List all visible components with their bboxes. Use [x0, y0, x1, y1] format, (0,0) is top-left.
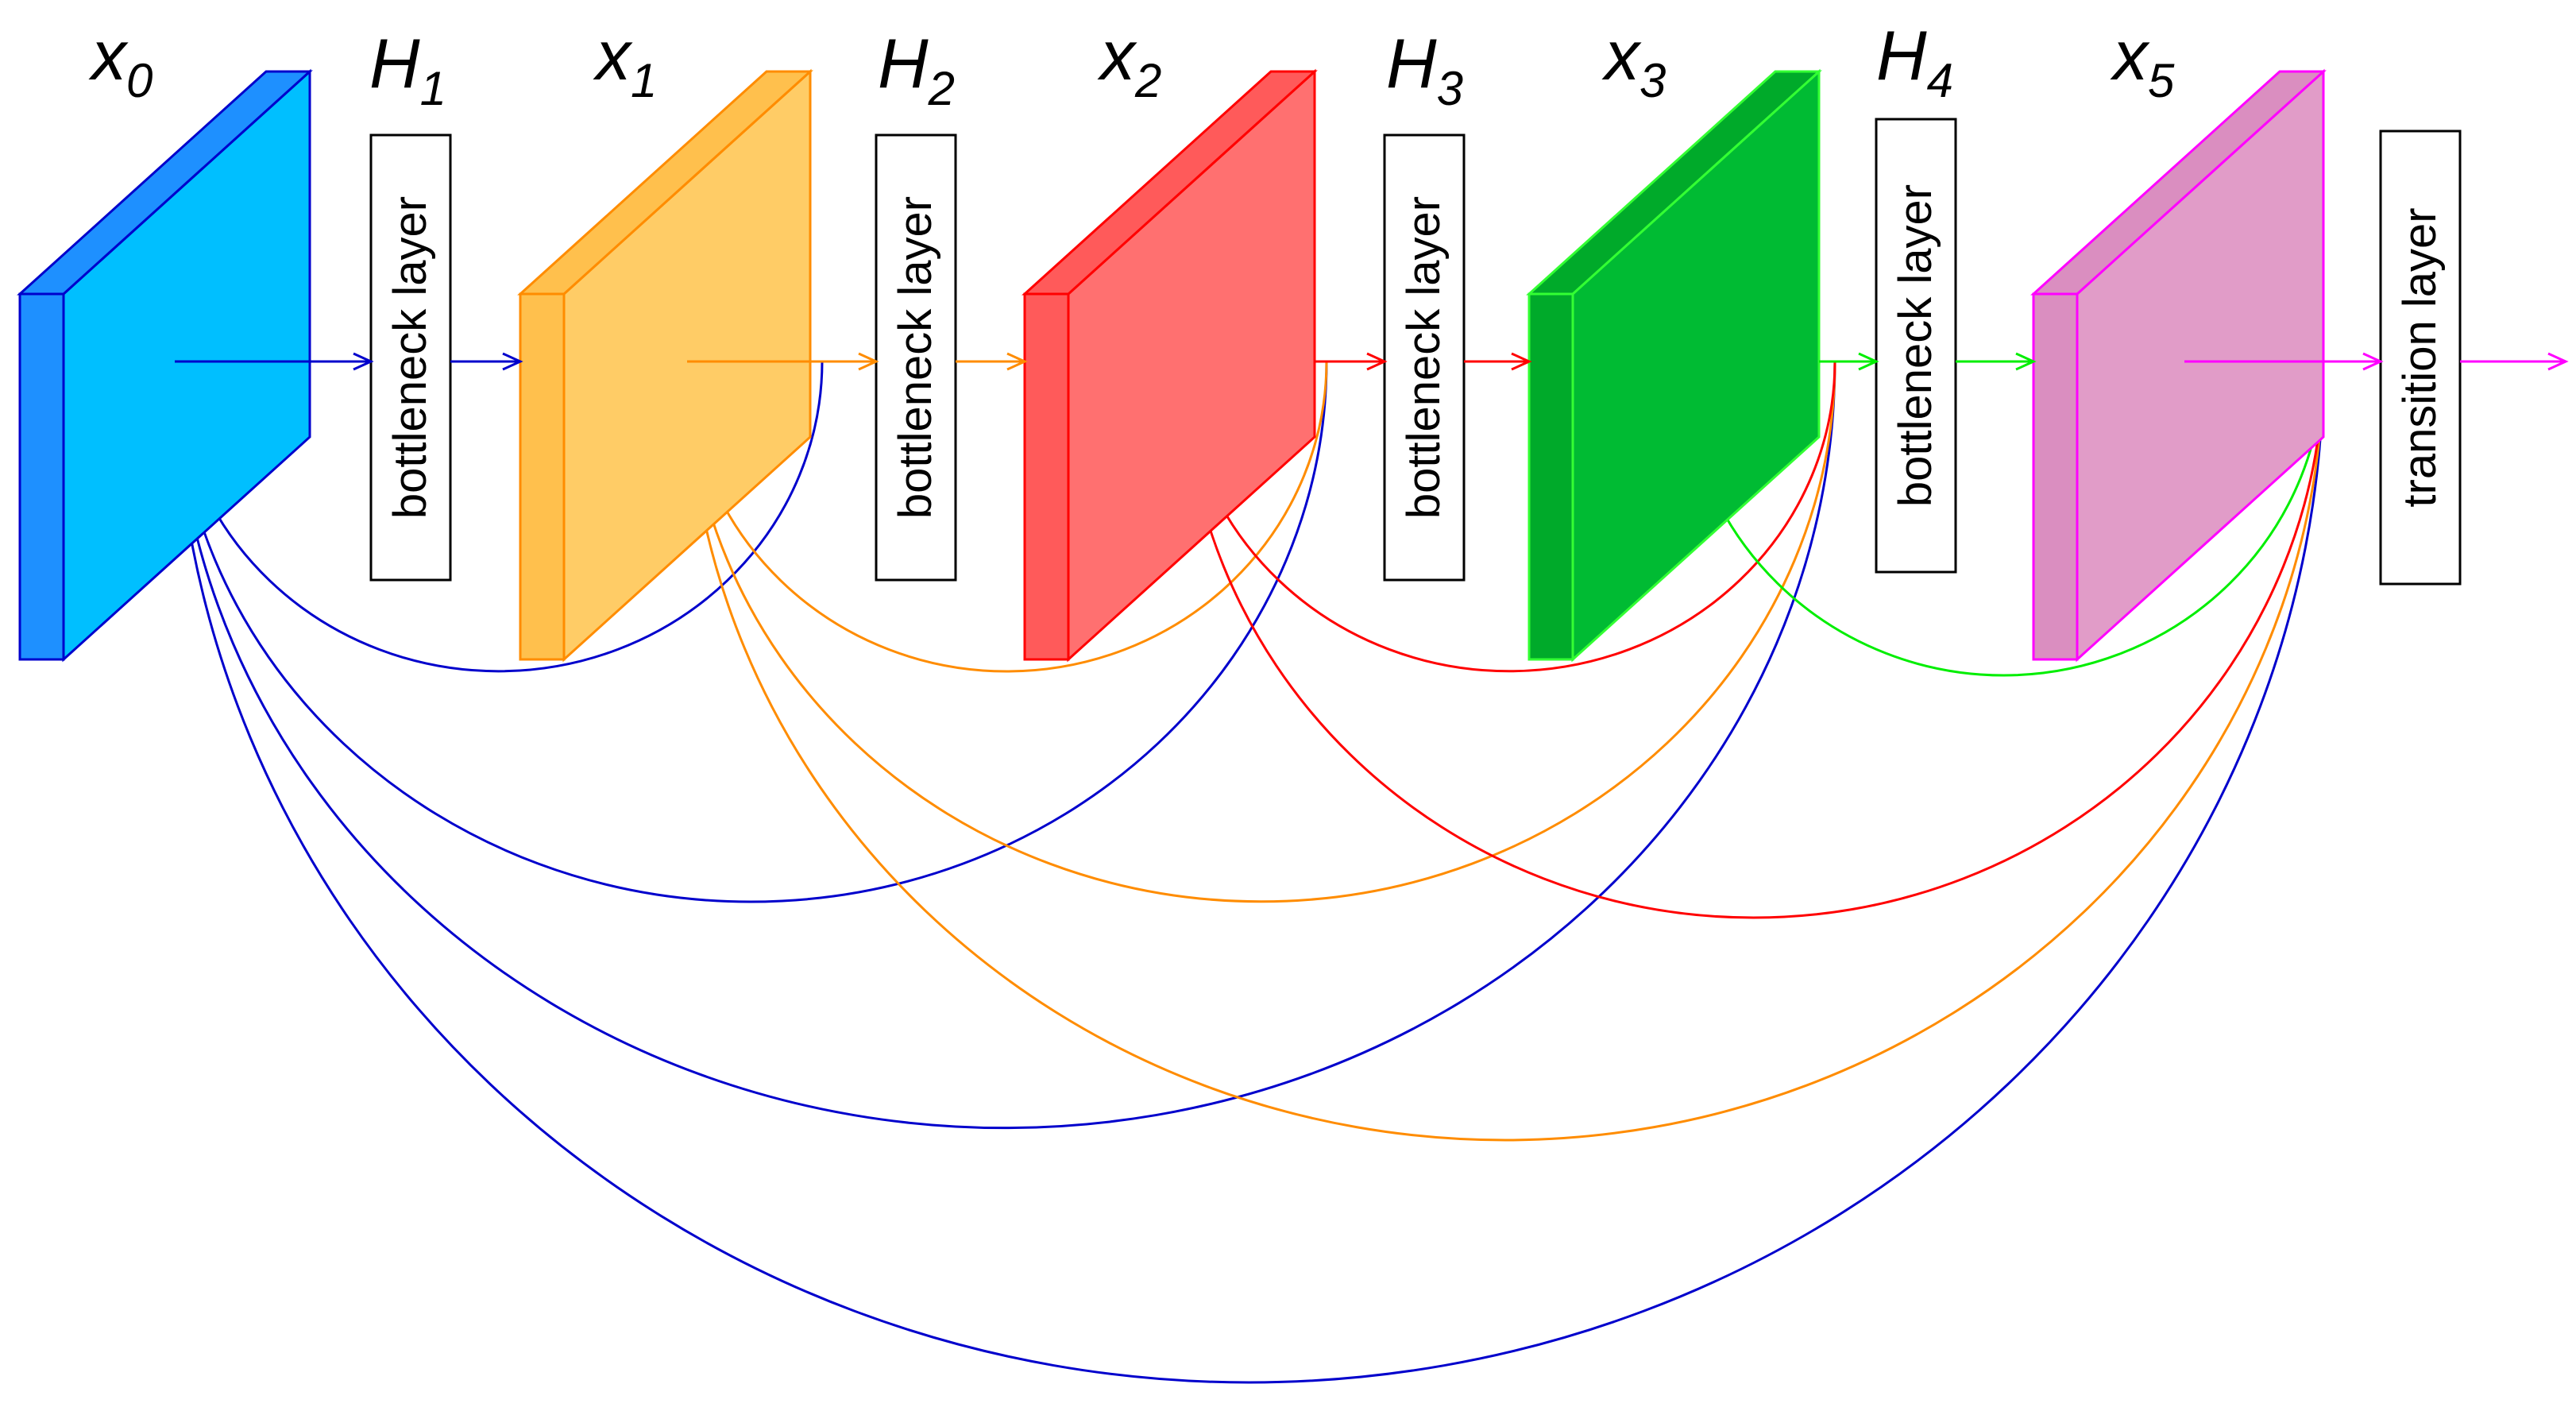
feature-map-x0 — [17, 68, 313, 663]
layer-box-H3: bottleneck layer — [1383, 133, 1466, 582]
connection-x1-to-H4 — [686, 361, 1836, 903]
layer-boxes: bottleneck layer bottleneck layer bottlene… — [369, 118, 2462, 586]
layer-box-frame — [2379, 130, 2462, 586]
layer-box-label: bottleneck layer — [1890, 184, 1941, 507]
layer-box-frame — [369, 133, 452, 582]
layer-box-H4: bottleneck layer — [1875, 118, 1957, 574]
label-x2: x2 — [1097, 16, 1161, 107]
arrow-H2-to-x2 — [956, 352, 1028, 371]
feature-map-x5 — [2030, 68, 2327, 663]
forward-arrows — [175, 352, 2569, 371]
layer-box-frame — [875, 133, 957, 582]
feature-map-x2 — [1022, 68, 1318, 663]
feature-map-x1 — [517, 68, 813, 663]
feature-map-front-face — [519, 292, 566, 661]
arrow-x3-to-H4 — [1819, 352, 1879, 371]
arrow-x1-to-H2 — [687, 352, 879, 371]
arrow-H4-to-x5 — [1956, 352, 2037, 371]
dense-connections — [173, 361, 2325, 1384]
label-x5: x5 — [2110, 16, 2175, 107]
feature-map-x3 — [1526, 68, 1822, 663]
label-x3: x3 — [1601, 16, 1666, 107]
feature-map-front-face — [18, 292, 65, 661]
layer-box-frame — [1875, 118, 1957, 574]
label-x1: x1 — [593, 16, 657, 107]
layer-box-frame — [1383, 133, 1466, 582]
feature-map-front-face — [1023, 292, 1070, 661]
layer-box-H2: bottleneck layer — [875, 133, 957, 582]
labels: x0 x1 x2 x3 x5 H1 H2 H3 H4 — [88, 16, 2175, 115]
layer-box-label: bottleneck layer — [890, 196, 941, 519]
layer-box-label: transition layer — [2394, 207, 2446, 507]
connection-x1-to-transition — [686, 361, 2325, 1142]
arrow-x5-to-transition — [2184, 352, 2384, 371]
arrow-H3-to-x3 — [1464, 352, 1532, 371]
layer-box-H1: bottleneck layer — [369, 133, 452, 582]
label-H3: H3 — [1386, 24, 1463, 115]
connection-x2-to-transition — [1182, 361, 2325, 919]
layer-box-label: bottleneck layer — [1398, 196, 1450, 519]
arrow-transition-out — [2460, 352, 2569, 371]
label-H1: H1 — [369, 24, 446, 115]
feature-map-front-face — [2032, 292, 2079, 661]
connection-x0-to-transition — [173, 361, 2325, 1384]
arrow-x0-to-H1 — [175, 352, 374, 371]
layer-box-T: transition layer — [2379, 130, 2462, 586]
connection-x0-to-H4 — [173, 361, 1836, 1130]
connection-x0-to-H3 — [173, 361, 1328, 903]
arrow-H1-to-x1 — [450, 352, 523, 371]
feature-map-front-face — [1527, 292, 1574, 661]
layer-box-label: bottleneck layer — [384, 196, 436, 519]
label-H2: H2 — [878, 24, 955, 115]
label-H4: H4 — [1876, 16, 1953, 107]
arrow-x2-to-H3 — [1315, 352, 1388, 371]
feature-maps — [17, 68, 2327, 663]
label-x0: x0 — [88, 16, 153, 107]
